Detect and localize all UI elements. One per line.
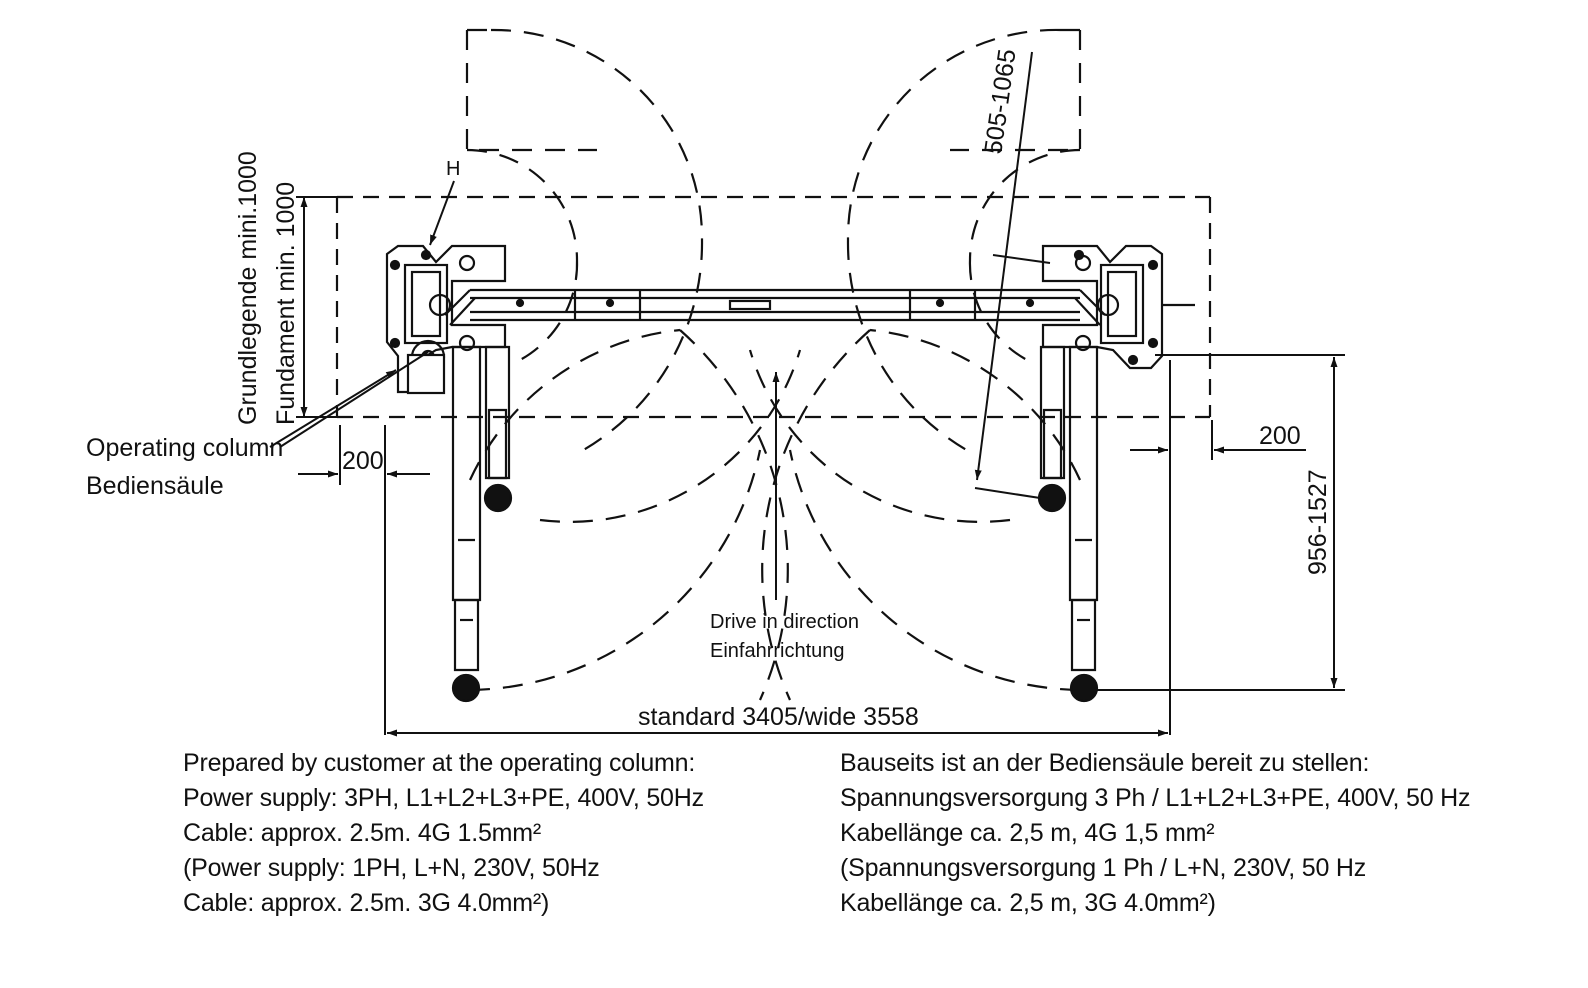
cross-beam — [444, 288, 1106, 326]
drive-in-en: Drive in direction — [710, 611, 859, 633]
note-en-line: Power supply: 3PH, L1+L2+L3+PE, 400V, 50… — [183, 784, 704, 812]
dim-width: standard 3405/wide 3558 — [638, 703, 919, 731]
note-en-line: (Power supply: 1PH, L+N, 230V, 50Hz — [183, 854, 600, 882]
note-de-line: Kabellänge ca. 2,5 m, 4G 1,5 mm² — [840, 819, 1215, 847]
dim-depth: 956-1527 — [1304, 469, 1332, 575]
note-en-line: Cable: approx. 2.5m. 3G 4.0mm²) — [183, 889, 550, 917]
note-de-line: Spannungsversorgung 3 Ph / L1+L2+L3+PE, … — [840, 784, 1471, 812]
drive-in-de: Einfahrrichtung — [710, 640, 845, 662]
right-column — [1041, 244, 1195, 370]
operating-column-de: Bediensäule — [86, 472, 224, 500]
dim-left-200: 200 — [342, 447, 384, 475]
left-column — [385, 244, 507, 395]
note-de-line: Kabellänge ca. 2,5 m, 3G 4.0mm²) — [840, 889, 1216, 917]
right-lift-arms — [1037, 345, 1099, 703]
note-en-line: Prepared by customer at the operating co… — [183, 749, 696, 777]
dim-grundlegende: Grundlegende mini.1000 — [234, 151, 262, 425]
note-de-line: Bauseits ist an der Bediensäule bereit z… — [840, 749, 1370, 777]
note-en-line: Cable: approx. 2.5m. 4G 1.5mm² — [183, 819, 542, 847]
door-swing-areas — [465, 28, 1082, 701]
foundation-outline — [335, 195, 1212, 419]
operating-column-en: Operating column — [86, 434, 283, 462]
note-de-line: (Spannungsversorgung 1 Ph / L+N, 230V, 5… — [840, 854, 1367, 882]
left-lift-arms — [451, 345, 513, 703]
dim-fundament: Fundament min. 1000 — [272, 182, 300, 425]
requirements-notes-english: Prepared by customer at the operating co… — [183, 746, 704, 921]
dim-arm-reach: 505-1065 — [979, 47, 1021, 156]
requirements-notes-german: Bauseits ist an der Bediensäule bereit z… — [840, 746, 1471, 921]
label-h: H — [446, 158, 460, 180]
dimension-lines — [269, 51, 1345, 737]
dim-right-200: 200 — [1259, 422, 1301, 450]
